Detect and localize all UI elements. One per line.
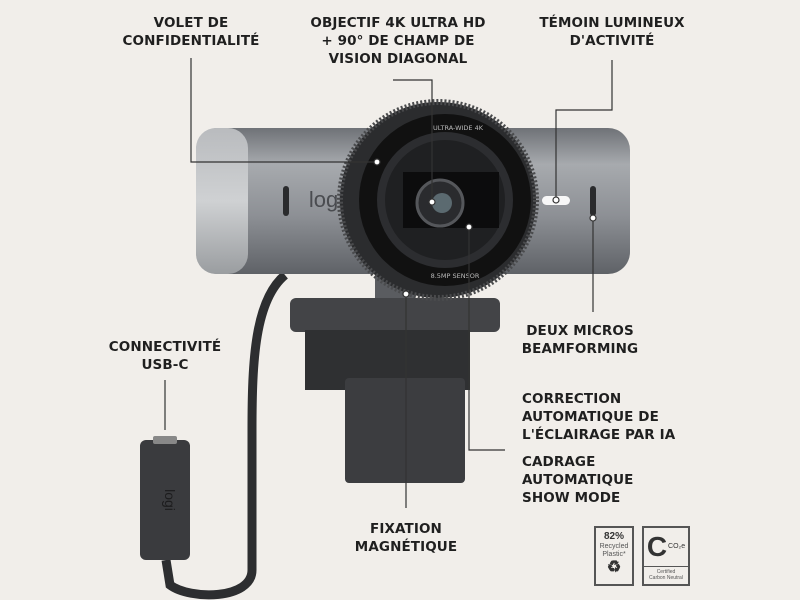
- label-activity-light: TÉMOIN LUMINEUX D'ACTIVITÉ: [539, 15, 685, 49]
- recycle-icon: ♻: [606, 559, 622, 576]
- label-mount: FIXATION MAGNÉTIQUE: [354, 521, 458, 555]
- callout-lines: [164, 58, 613, 508]
- lens-top-text: ULTRA-WIDE 4K: [433, 124, 484, 132]
- mount-clip: [290, 298, 500, 332]
- mic-left: [283, 186, 289, 216]
- label-framing: CADRAGE AUTOMATIQUE SHOW MODE: [522, 454, 634, 506]
- co2e-text: CO₂e: [668, 543, 686, 550]
- label-privacy-shutter: VOLET DE CONFIDENTIALITÉ: [122, 15, 260, 49]
- mic-right: [590, 186, 596, 216]
- label-lighting: CORRECTION AUTOMATIQUE DE L'ÉCLAIRAGE PA…: [522, 391, 676, 443]
- recycled-plastic-badge: 82% Recycled Plastic* ♻: [594, 526, 634, 586]
- label-lens: OBJECTIF 4K ULTRA HD + 90° DE CHAMP DE V…: [310, 15, 486, 67]
- connector-logo: logi: [162, 489, 178, 511]
- carbon-symbol: C: [646, 531, 668, 562]
- label-usb: CONNECTIVITÉ USB-C: [108, 339, 222, 373]
- usb-c-connector: [140, 440, 190, 560]
- carbon-text: Certified Carbon Neutral: [644, 566, 688, 581]
- recycled-percent: 82%: [603, 531, 624, 542]
- mount-front: [345, 378, 465, 483]
- lens-bottom-text: 8.5MP SENSOR: [431, 272, 480, 280]
- callout-dots: [373, 158, 597, 298]
- privacy-shutter: [196, 128, 248, 274]
- recycled-text: Recycled Plastic*: [599, 543, 629, 558]
- carbon-neutral-badge: C CO₂e Certified Carbon Neutral: [642, 526, 690, 586]
- cable: [161, 271, 289, 600]
- label-microphones: DEUX MICROS BEAMFORMING: [521, 323, 639, 357]
